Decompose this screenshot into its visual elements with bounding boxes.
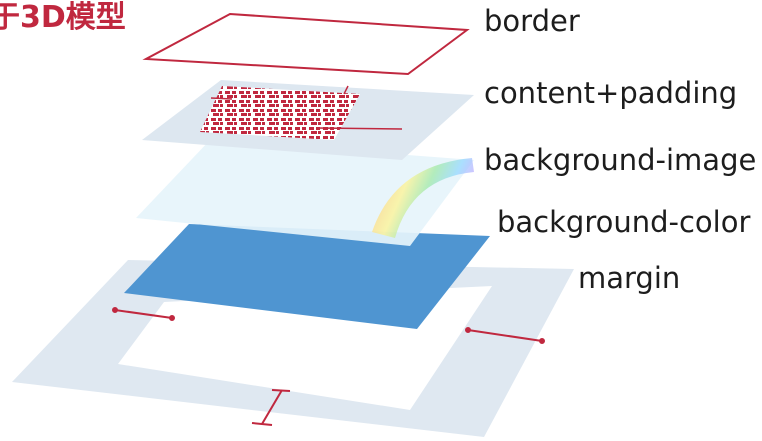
background-color-layer [124,224,490,329]
padding-measure-lines [210,85,403,130]
border-layer [142,12,470,76]
margin-layer [12,260,574,437]
label-content-padding: content+padding [484,76,738,110]
content-area [200,86,360,140]
label-border: border [484,4,580,38]
label-margin: margin [578,261,681,295]
label-background-image: background-image [484,143,757,177]
margin-measure-lines [112,307,545,426]
label-background-color: background-color [497,205,751,239]
rainbow-image [372,158,474,238]
page-title: 于3D模型 [0,0,126,35]
